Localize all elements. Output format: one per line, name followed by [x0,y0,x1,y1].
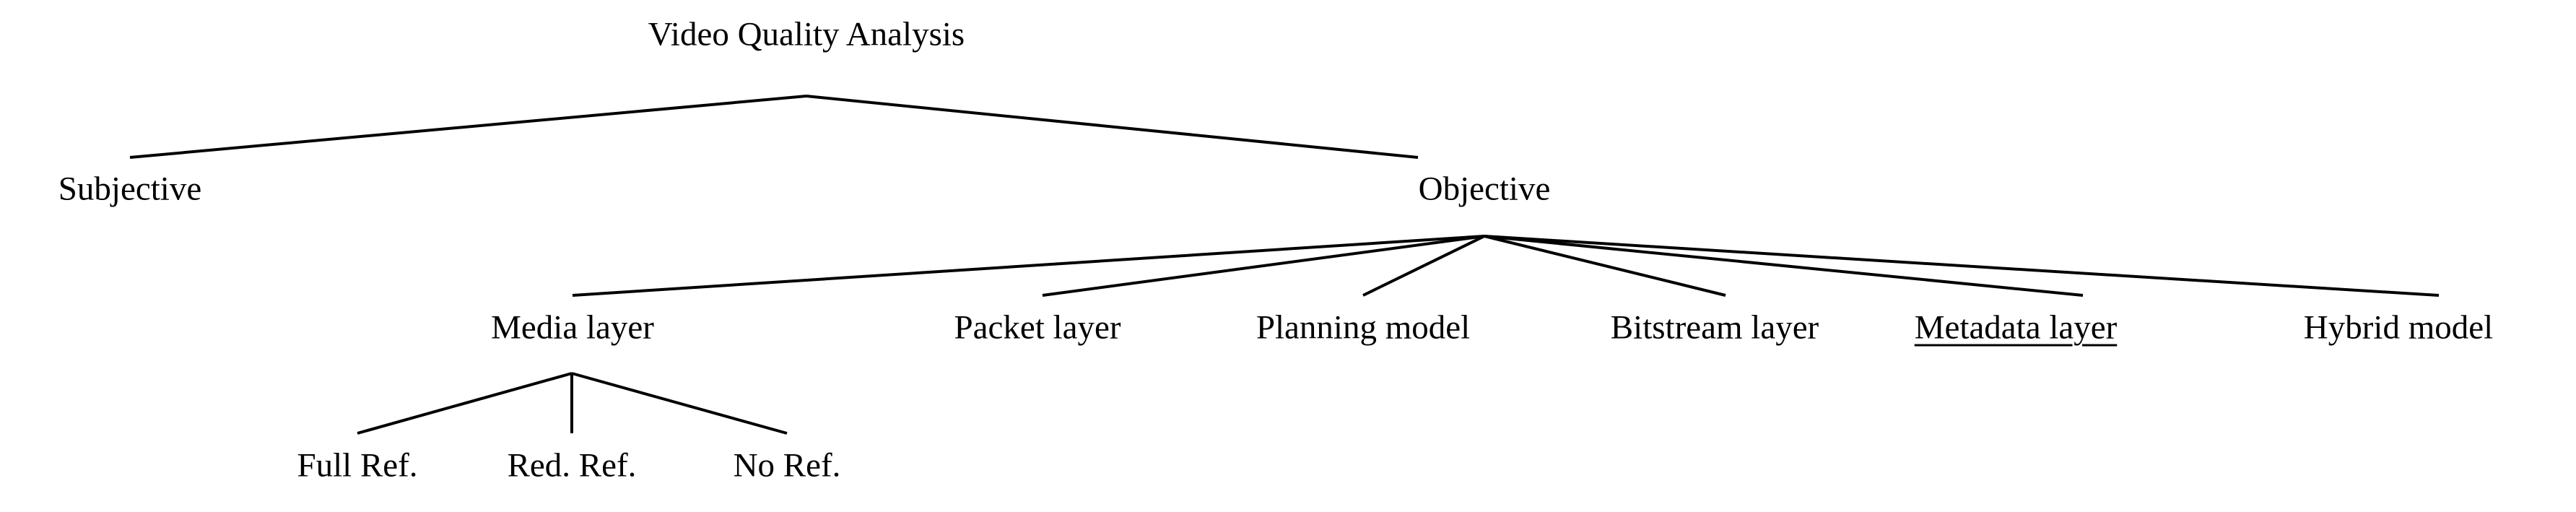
edge-root-to-subjective [129,95,807,159]
edge-media-layer-to-no-ref [571,372,788,435]
edge-objective-to-media-layer [572,235,1485,297]
node-label-packet-layer: Packet layer [954,308,1121,347]
node-label-media-layer: Media layer [491,308,654,347]
edge-objective-to-packet-layer [1042,235,1485,297]
node-label-full-ref: Full Ref. [297,446,418,485]
node-label-objective: Objective [1418,170,1551,208]
node-label-bitstream-layer: Bitstream layer [1610,308,1819,347]
node-label-hybrid-model: Hybrid model [2303,308,2494,347]
node-label-subjective: Subjective [58,170,202,208]
node-label-root: Video Quality Analysis [648,15,965,53]
edge-objective-to-hybrid-model [1484,235,2440,297]
node-label-no-ref: No Ref. [733,446,841,485]
node-label-metadata-layer: Metadata layer [1914,308,2118,347]
edge-lines [129,95,2440,435]
edge-root-to-objective [806,95,1419,159]
edge-objective-to-metadata-layer [1484,235,2084,297]
node-label-red-ref: Red. Ref. [507,446,637,485]
edge-media-layer-to-full-ref [357,372,573,435]
edge-objective-to-planning-model [1362,235,1485,297]
edge-objective-to-bitstream-layer [1484,235,1726,297]
node-label-planning-model: Planning model [1256,308,1471,347]
